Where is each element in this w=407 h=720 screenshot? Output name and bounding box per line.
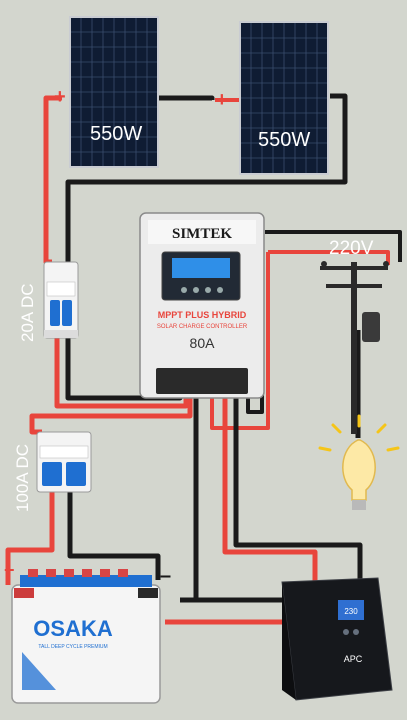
panel-left-positive: + [54,86,66,108]
breaker-100a-label: 100A DC [13,444,32,512]
battery-brand: OSAKA [33,616,113,641]
wires [5,93,402,625]
battery: OSAKA TALL DEEP CYCLE PREMIUM + – [4,560,171,704]
breaker-20a-label: 20A DC [18,283,37,342]
panel-right-wattage: 550W [258,129,310,151]
grid-voltage-label: 220V [329,238,374,259]
solar-panel-right: 550W + [216,21,329,175]
controller-brand: SIMTEK [172,226,232,242]
breaker-20a-dc: 20A DC [18,261,79,342]
battery-positive: + [4,560,15,580]
wire-controller-ac [246,392,264,414]
wire-panel-negative-to-breaker [65,93,348,262]
wire-grid-feed [268,250,390,265]
wire-battery-positive [5,492,55,585]
utility-pole: 220V [320,238,389,434]
ups-display: 230 [344,607,358,616]
wire-battery-breaker-negative [67,492,161,580]
ups-unit: 230 APC [281,577,393,701]
solar-panel-left: 550W + – [54,16,176,168]
panel-left-negative: – [164,83,176,108]
charge-controller: SIMTEK MPPT PLUS HYBRID SOLAR CHARGE CON… [139,212,265,399]
battery-tagline: TALL DEEP CYCLE PREMIUM [38,644,107,650]
wire-grid-neutral [233,392,363,585]
wire-panel-positive-to-breaker [43,95,62,265]
light-bulb-icon [318,414,400,510]
wire-grid-top [265,230,402,262]
wire-battery-breaker-positive [29,392,193,435]
wire-grid-live [222,392,318,590]
controller-model-line1: MPPT PLUS HYBRID [158,310,247,320]
panel-right-positive: + [216,89,228,111]
wire-panel-series [158,95,215,101]
breaker-100a-dc: 100A DC [13,431,92,512]
panel-left-wattage: 550W [90,123,142,145]
ups-brand: APC [344,654,363,664]
controller-model-line2: SOLAR CHARGE CONTROLLER [157,324,248,330]
wire-load-live [210,252,270,430]
controller-rating: 80A [190,335,216,351]
battery-negative: – [160,565,171,587]
wire-battery-to-controller-negative [180,392,199,603]
